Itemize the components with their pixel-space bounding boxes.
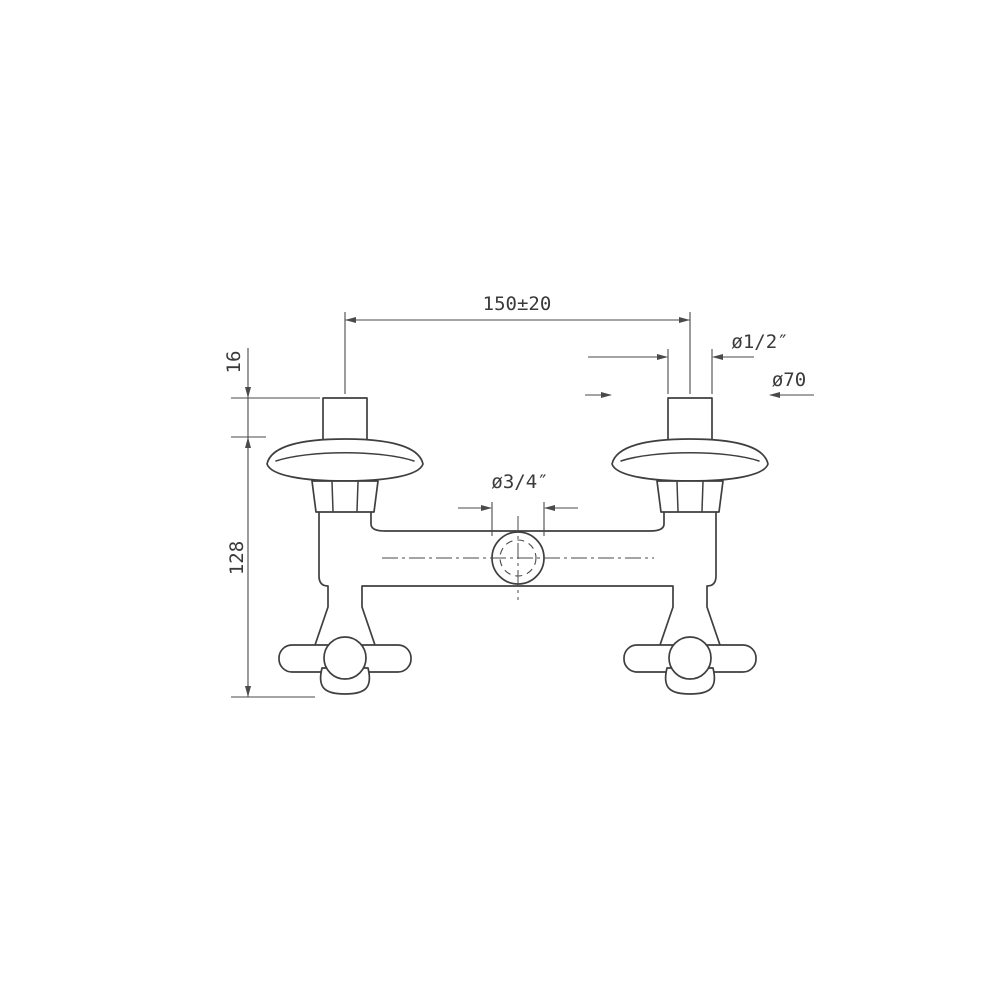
dim-center-spacing-label: 150±20 [483,293,552,315]
dim-left-vertical: 16 128 [223,348,320,698]
dim-inlet-height-label: 16 [223,351,245,374]
dim-outlet-diameter: ø3/4″ [458,471,578,536]
dim-overall-height-label: 128 [226,541,248,575]
dim-inlet-diameter-label: ø1/2″ [731,331,788,353]
dim-center-spacing: 150±20 [344,293,691,394]
dimension-annotations: 150±20 ø1/2″ ø70 [223,293,814,698]
centerlines [382,516,654,600]
dim-escutcheon-diameter: ø70 [585,369,814,398]
dim-escutcheon-diameter-label: ø70 [772,369,806,391]
dim-outlet-diameter-label: ø3/4″ [491,471,548,493]
dim-inlet-diameter: ø1/2″ [588,331,789,394]
